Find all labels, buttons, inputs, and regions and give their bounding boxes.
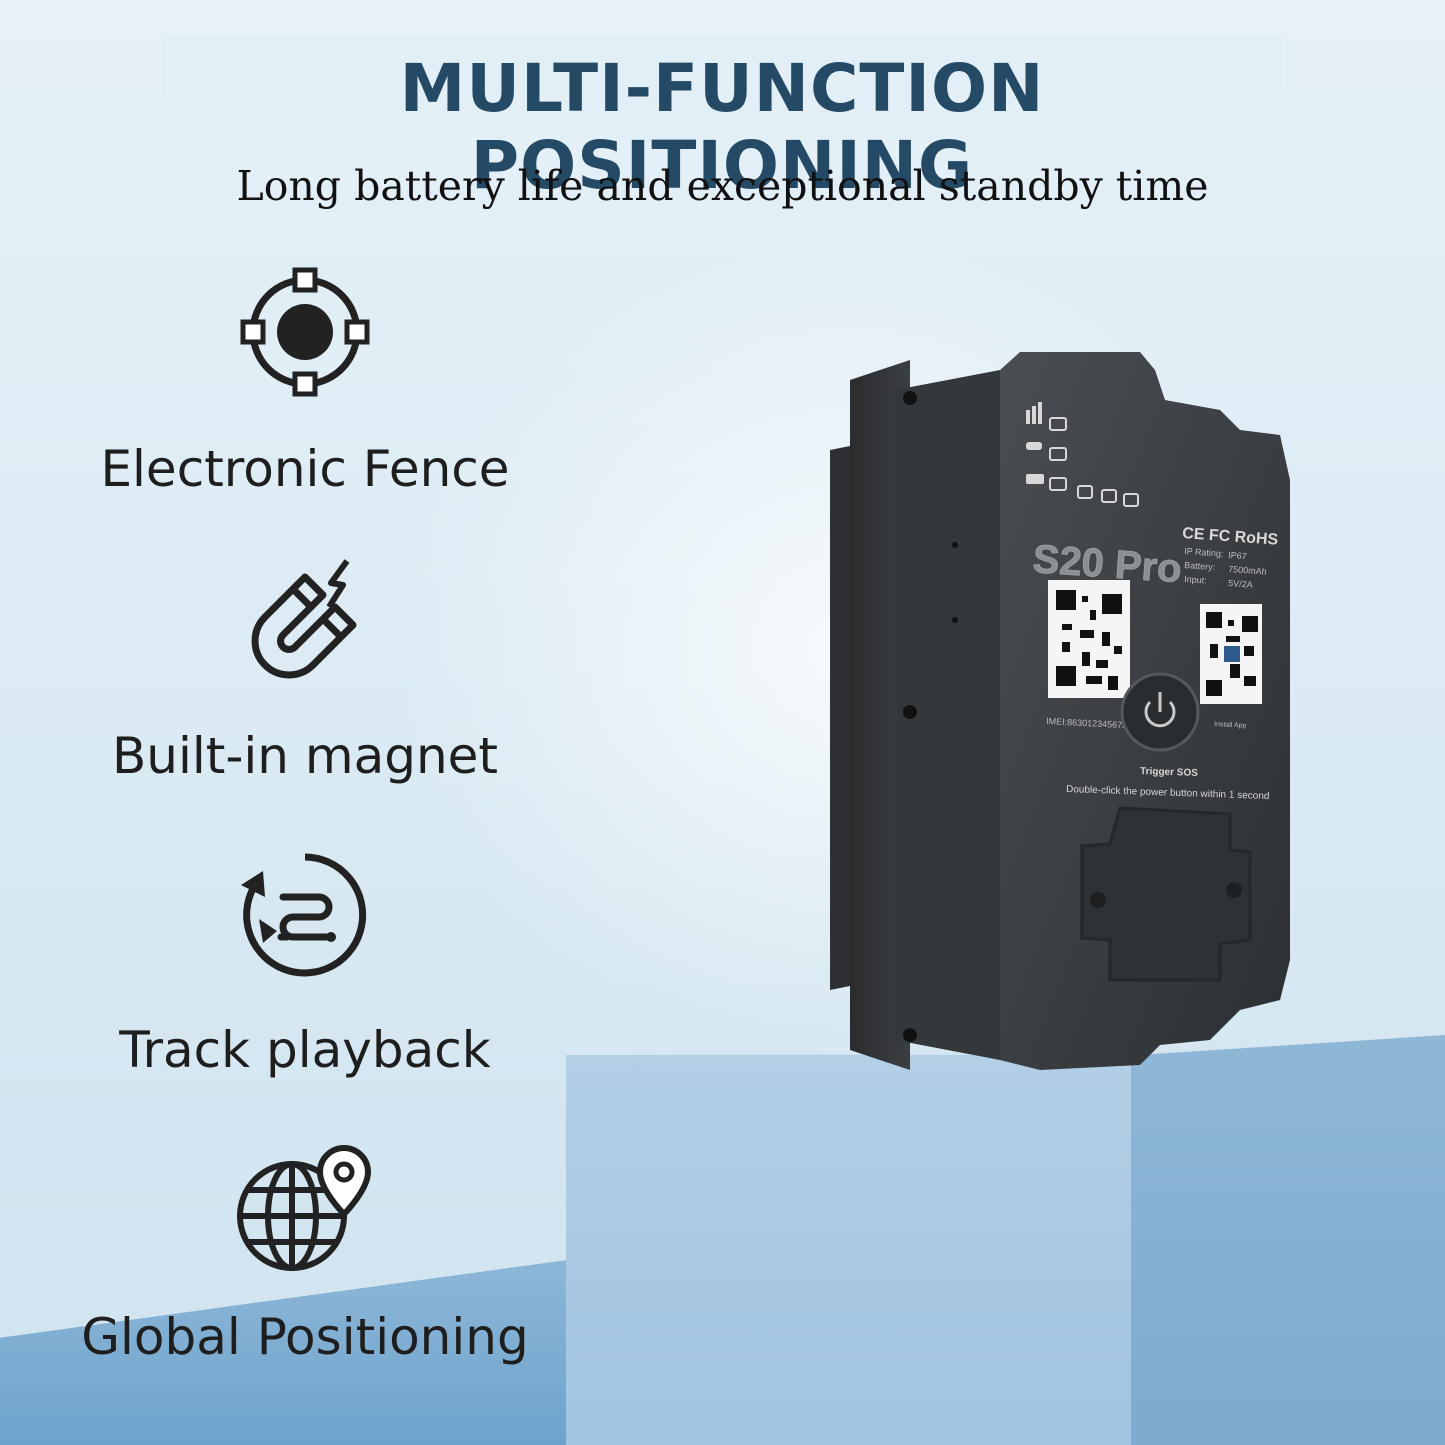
spec-label-ip: IP Rating: [1184, 546, 1224, 559]
spec-label-battery: Battery: [1184, 560, 1216, 572]
globe-location-icon [237, 1144, 372, 1271]
feature-label: Built-in magnet [111, 727, 499, 785]
feature-electronic-fence: Electronic Fence [40, 262, 570, 498]
app-label: Install App [1214, 721, 1247, 730]
track-playback-icon [241, 853, 367, 977]
page-title: MULTI-FUNCTION POSITIONING [399, 50, 1045, 204]
feature-track-playback: Track playback [40, 845, 570, 1079]
spec-value-ip: IP67 [1228, 550, 1247, 561]
device-certifications: CE FC RoHS [1182, 525, 1279, 549]
gps-tracker-device: S20 Pro CE FC RoHS IP Rating: Battery: I… [830, 352, 1290, 1070]
magnet-icon [251, 559, 357, 679]
qr-code-imei [1048, 580, 1130, 698]
spec-label-input: Input: [1184, 574, 1207, 586]
feature-label: Electronic Fence [100, 440, 510, 498]
target-icon [240, 267, 370, 397]
sos-title: Trigger SOS [1140, 766, 1198, 779]
feature-built-in-magnet: Built-in magnet [40, 555, 570, 785]
pedestal-side [1131, 1035, 1445, 1445]
feature-label: Global Positioning [81, 1308, 529, 1366]
qr-code-app [1200, 604, 1262, 704]
title-band [162, 36, 1282, 138]
feature-global-positioning: Global Positioning [40, 1140, 570, 1366]
feature-label: Track playback [119, 1021, 491, 1079]
spec-value-input: 5V/2A [1228, 578, 1253, 590]
pedestal-front [566, 1055, 1131, 1445]
power-button[interactable] [1120, 672, 1200, 752]
spec-value-battery: 7500mAh [1228, 564, 1267, 577]
battery-cover [1080, 806, 1252, 982]
page-subtitle: Long battery life and exceptional standb… [236, 162, 1209, 210]
